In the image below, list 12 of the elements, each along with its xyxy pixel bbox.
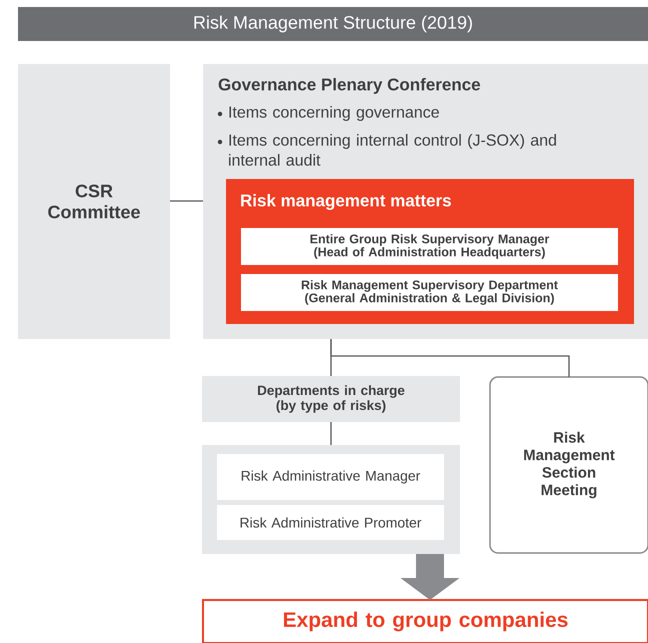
connector-line	[330, 422, 332, 445]
connector-line	[170, 200, 203, 202]
connector-line	[330, 339, 570, 377]
meeting-box: Risk Management Section Meeting	[489, 376, 648, 554]
committee-box: CSR Committee	[18, 64, 170, 339]
role-box: Risk Management Supervisory Department (General Administration & Legal Division)	[241, 274, 618, 311]
department-box: Departments in charge (by type of risks)	[202, 376, 460, 422]
role-box: Entire Group Risk Supervisory Manager (Head of Administration Headquarters)	[241, 228, 618, 265]
title-bar: Risk Management Structure (2019)	[18, 7, 648, 41]
role-box: Risk Administrative Promoter	[217, 505, 444, 540]
target-box: Expand to group companies	[202, 599, 648, 643]
role-box: Risk Administrative Manager	[217, 454, 444, 500]
